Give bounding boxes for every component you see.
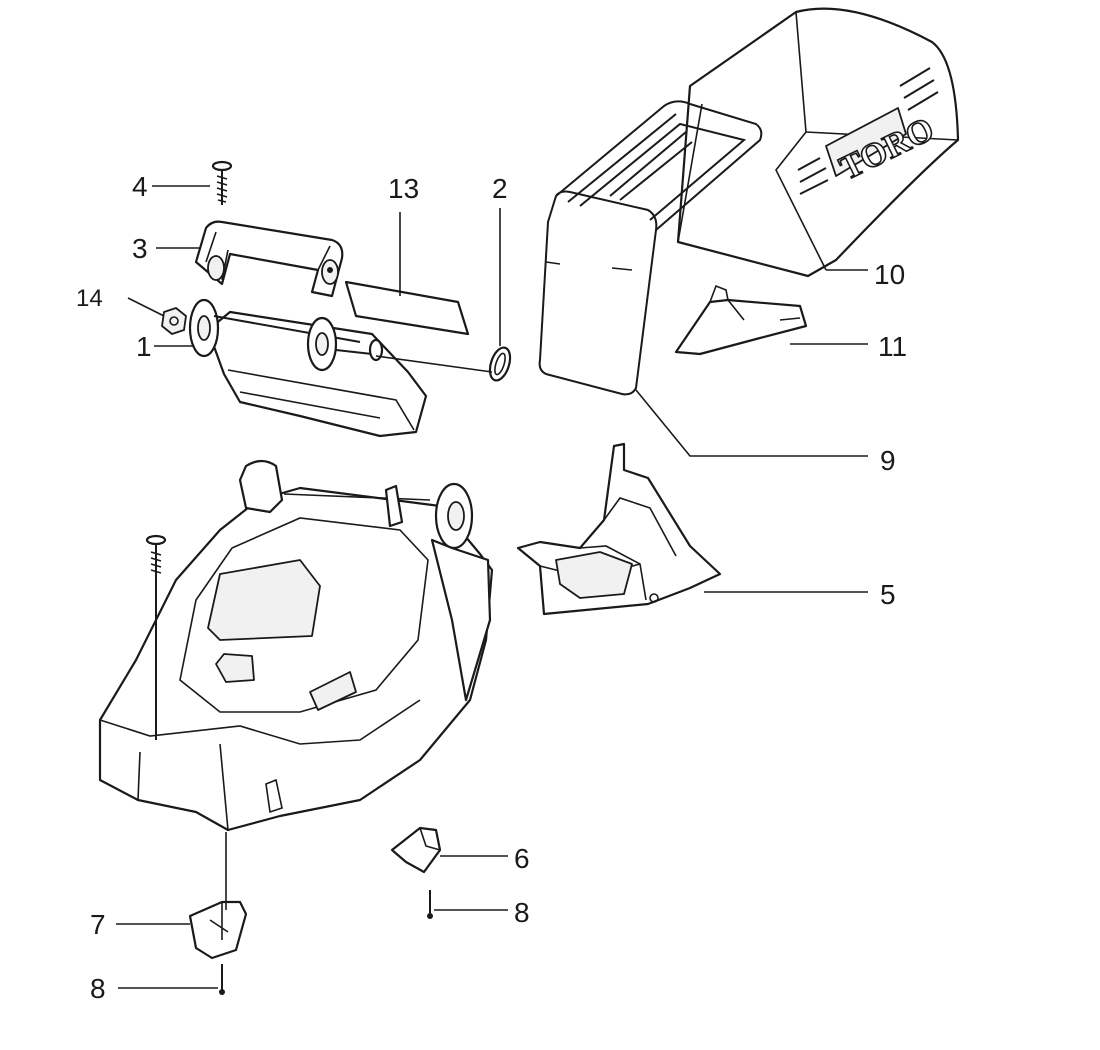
callout-labels: 4 3 14 1 13 2 10 11 9 5 6 8 7 8 <box>76 171 907 1004</box>
part-8-screw-b <box>219 964 225 995</box>
callout-7: 7 <box>90 909 106 940</box>
callout-8-lower: 8 <box>90 973 106 1004</box>
part-9-bag-frame <box>538 100 763 396</box>
part-5-deflector <box>516 442 722 616</box>
callout-14: 14 <box>76 285 103 312</box>
part-14-nut <box>161 307 187 335</box>
callout-8-upper: 8 <box>514 897 530 928</box>
callout-2: 2 <box>492 173 508 204</box>
callout-13: 13 <box>388 173 419 204</box>
part-11-chute-plate <box>674 284 808 356</box>
callout-9: 9 <box>880 445 896 476</box>
callout-4: 4 <box>132 171 148 202</box>
callout-6: 6 <box>514 843 530 874</box>
callout-11: 11 <box>878 331 907 362</box>
callout-1: 1 <box>136 331 152 362</box>
callout-5: 5 <box>880 579 896 610</box>
part-7-wheel-clip <box>188 900 248 960</box>
part-6-bracket <box>390 826 442 874</box>
part-4-screw <box>211 160 233 205</box>
callout-3: 3 <box>132 233 148 264</box>
part-13-decal <box>344 280 470 336</box>
long-screw <box>145 534 167 740</box>
part-2-bushing <box>488 346 512 382</box>
part-8-screw-a <box>427 890 433 919</box>
callout-10: 10 <box>874 259 905 290</box>
part-10-grass-bag: TORO <box>676 7 960 278</box>
mower-deck <box>98 459 494 832</box>
part-1-axle-housing <box>188 298 428 438</box>
leader-lines <box>116 185 868 989</box>
part-3-handle-bracket <box>194 220 344 298</box>
